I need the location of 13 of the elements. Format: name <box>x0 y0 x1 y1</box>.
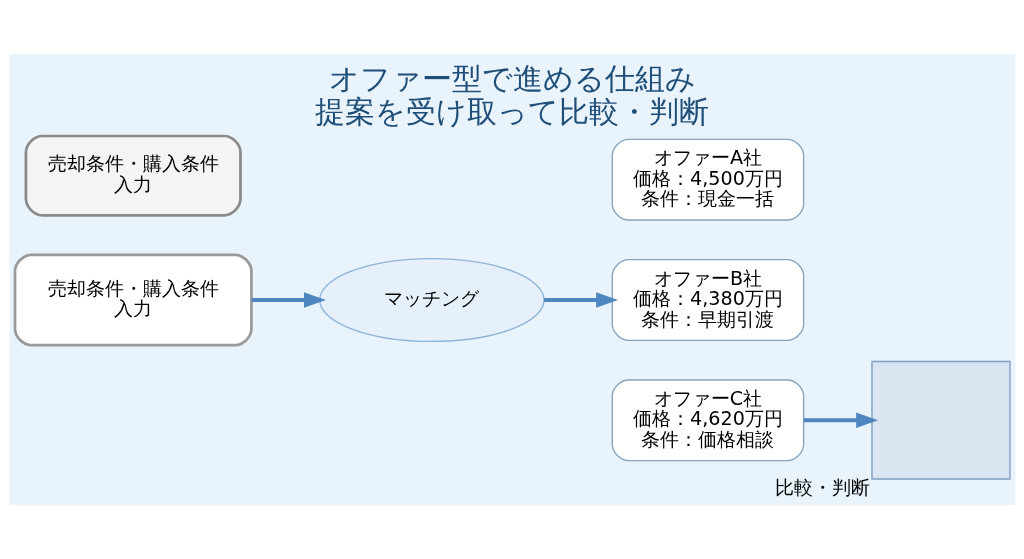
diagram-title: オファー型で進める仕組み <box>328 60 696 96</box>
node-box <box>870 360 1011 480</box>
node-ellipse: マッチング <box>318 257 545 343</box>
node-box: 売却条件・購入条件 入力 <box>13 253 253 347</box>
node-box: オファーB社 価格：4,380万円 条件：早期引渡 <box>611 259 804 341</box>
node-box: 売却条件・購入条件 入力 <box>24 134 242 217</box>
node-label: 比較・判断 <box>774 476 870 500</box>
node-box: オファーC社 価格：4,620万円 条件：価格相談 <box>611 379 804 462</box>
node-box: オファーA社 価格：4,500万円 条件：現金一括 <box>611 138 804 221</box>
arrow <box>803 412 878 428</box>
arrow <box>543 292 618 308</box>
caption: 提案を受け取って比較・判断 <box>314 93 709 129</box>
arrow <box>251 292 326 308</box>
